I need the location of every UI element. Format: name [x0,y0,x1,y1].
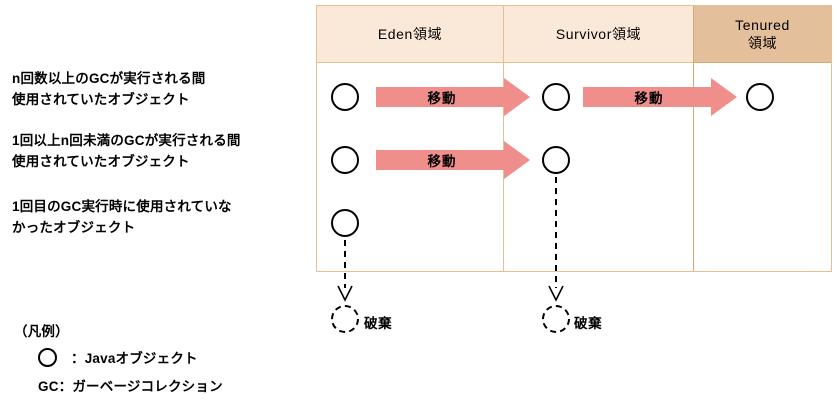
move-arrow-label-row2: 移動 [427,154,457,169]
column-survivor: Survivor領域 [503,6,693,271]
move-arrow-row1-survivor-to-tenured: 移動 [583,78,737,116]
column-header-tenured: Tenured 領域 [694,6,831,63]
caption-old-objects: n回数以上のGCが実行される間 使用されていたオブジェクト [12,71,206,107]
object-row3-eden [331,209,359,237]
object-row2-survivor [542,146,570,174]
discard-label-survivor: 破棄 [574,316,603,331]
column-tenured: Tenured 領域 [693,6,831,271]
object-row1-tenured [746,83,774,111]
caption-new-objects: 1回目のGC実行時に使用されていな かったオブジェクト [12,199,232,235]
move-arrow-label-row1-a: 移動 [427,91,457,106]
caption-mid-objects: 1回以上n回未満のGCが実行される間 使用されていたオブジェクト [12,133,241,169]
java-object-circle-icon [38,347,57,367]
legend-title: （凡例） [14,324,69,339]
move-arrow-row1-eden-to-survivor: 移動 [376,78,530,116]
discard-circle-eden [331,305,359,333]
move-arrow-row2-eden-to-survivor: 移動 [376,141,530,179]
legend-item-gc: GC：ガーベージコレクション [38,374,304,396]
legend-object-label: ：Javaオブジェクト [71,351,198,366]
discard-arrow-survivor [541,177,573,307]
discard-circle-survivor [542,305,570,333]
object-row1-survivor [542,83,570,111]
legend-item-object: ：Javaオブジェクト [38,346,304,368]
object-row2-eden [331,146,359,174]
discard-arrow-eden [330,240,362,307]
object-row1-eden [331,83,359,111]
generation-table: Eden領域 Survivor領域 Tenured 領域 [316,5,832,272]
column-header-eden: Eden領域 [317,6,503,63]
discard-label-eden: 破棄 [364,316,393,331]
column-eden: Eden領域 [317,6,503,271]
legend-gc-label: GC：ガーベージコレクション [38,379,223,394]
column-header-survivor: Survivor領域 [504,6,693,63]
legend: （凡例） ：Javaオブジェクト GC：ガーベージコレクション [14,320,304,402]
move-arrow-label-row1-b: 移動 [634,91,664,106]
